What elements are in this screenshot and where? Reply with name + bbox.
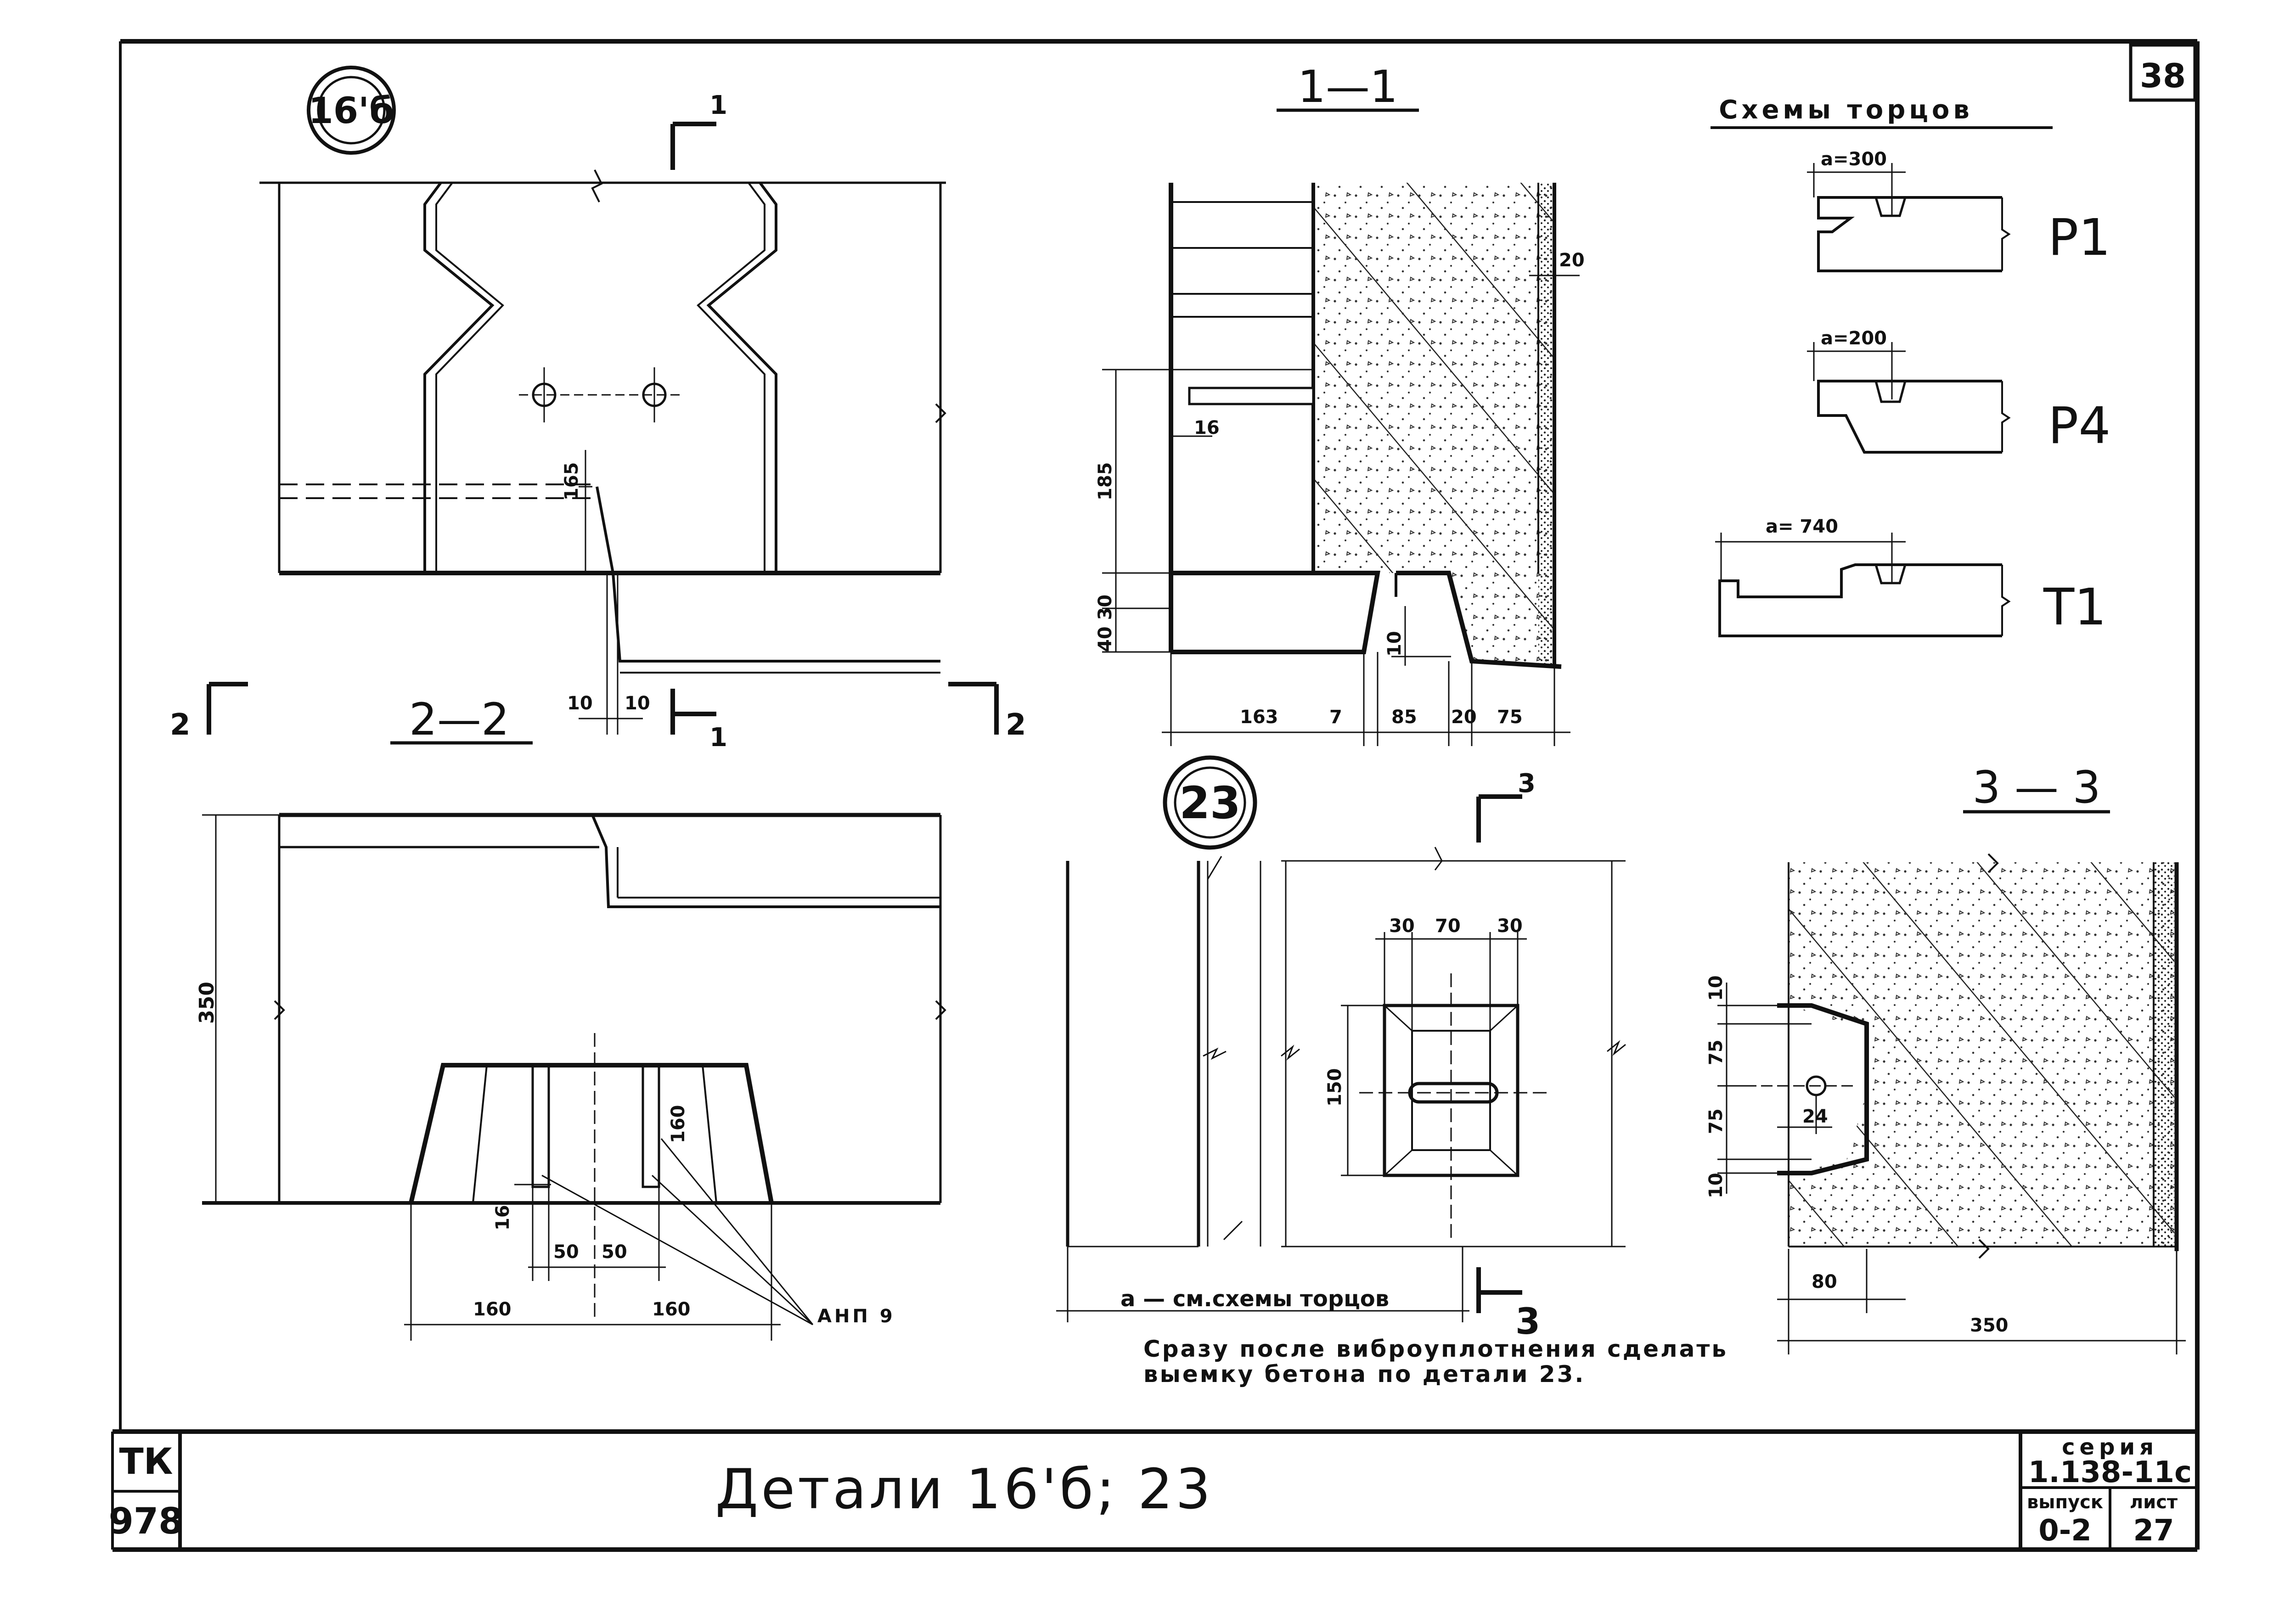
dim-75: 75	[1497, 707, 1523, 728]
cut-2-left: 2	[170, 708, 191, 742]
note-line-1: Сразу после виброуплотнения сделать	[1143, 1336, 1728, 1362]
cut-marks-16b	[207, 122, 999, 735]
detail-23-marker-outer	[1163, 755, 1257, 850]
dim-80: 80	[1812, 1271, 1837, 1292]
cut-3-bottom: 3	[1515, 1301, 1540, 1343]
stamp-page-value: 27	[2133, 1514, 2174, 1548]
dim-160-vert: 160	[668, 1105, 689, 1144]
end-scheme-t1-a: а= 740	[1766, 516, 1838, 537]
stamp-org: ТК	[119, 1441, 173, 1483]
dim-7: 7	[1329, 707, 1342, 728]
dim-350-3-3: 350	[1970, 1315, 2009, 1336]
detail-16b-marker-inner	[317, 76, 386, 145]
detail-23-marker-inner	[1174, 766, 1246, 839]
stamp-series-label: серия	[2062, 1434, 2158, 1460]
dim-85: 85	[1391, 707, 1417, 728]
stamp-series-value: 1.138-11с	[2028, 1455, 2192, 1489]
sheet-frame	[111, 39, 2200, 1552]
dim-24: 24	[1802, 1106, 1828, 1127]
stamp-box	[2019, 1432, 2197, 1550]
dim-10-top-3-3: 10	[1705, 975, 1727, 1001]
stamp-issue-label: выпуск	[2027, 1492, 2103, 1513]
detail-16b-label: 16'б	[309, 90, 394, 132]
stamp-page-label: лист	[2130, 1492, 2178, 1513]
detail-16b-marker-outer	[307, 66, 396, 155]
end-scheme-p1-name: Р1	[2048, 208, 2110, 267]
end-schemes-title: Схемы торцов	[1719, 95, 1973, 125]
dim-185: 185	[1095, 462, 1116, 501]
section-2-2	[202, 813, 946, 1341]
dim-10-bottom-3-3: 10	[1705, 1173, 1727, 1198]
section-3-3-title: 3 — 3	[1972, 762, 2100, 813]
dim-16-1-1: 16	[1194, 417, 1220, 438]
end-scheme-p1	[1807, 163, 2011, 272]
end-scheme-p1-a: а=300	[1821, 149, 1887, 170]
end-scheme-t1-name: Т1	[2043, 578, 2106, 636]
sheet-title: Детали 16'б; 23	[715, 1458, 1214, 1522]
rebar-label: АНП 9	[817, 1306, 895, 1327]
stamp-issue-value: 0-2	[2038, 1514, 2092, 1548]
section-2-2-title: 2—2	[409, 694, 509, 745]
section-1-1	[1102, 183, 1580, 746]
cut-1-bottom: 1	[709, 723, 727, 753]
dim-163: 163	[1240, 707, 1278, 728]
dim-350-2-2: 350	[195, 982, 219, 1024]
dim-30-a: 30	[1389, 916, 1415, 937]
sheet-number: 38	[2140, 56, 2186, 95]
cut-1-top: 1	[709, 90, 727, 120]
dim-30-b: 30	[1497, 916, 1523, 937]
a-note: а — см.схемы торцов	[1120, 1286, 1389, 1312]
dim-165: 165	[561, 462, 582, 501]
cut-3-top: 3	[1518, 769, 1536, 798]
section-3-3	[1717, 853, 2186, 1354]
dim-70: 70	[1435, 916, 1461, 937]
cut-2-right: 2	[1006, 708, 1026, 742]
dim-50-b: 50	[602, 1241, 627, 1263]
dim-20-top: 20	[1559, 250, 1585, 271]
end-scheme-t1	[1715, 533, 2011, 637]
dim-10-right: 10	[625, 693, 650, 714]
detail-23-label: 23	[1179, 777, 1241, 829]
dim-160-a: 160	[473, 1299, 512, 1320]
dim-10-1-1: 10	[1384, 631, 1405, 657]
dim-75-a: 75	[1705, 1039, 1727, 1065]
note-line-2: выемку бетона по детали 23.	[1143, 1361, 1585, 1388]
detail-16b-plan	[259, 66, 946, 735]
dim-150: 150	[1324, 1068, 1345, 1107]
end-scheme-p4-a: а=200	[1821, 328, 1887, 349]
dim-20: 20	[1451, 707, 1477, 728]
dim-16-2-2: 16	[492, 1205, 513, 1230]
section-1-1-title: 1—1	[1298, 61, 1398, 112]
dim-75-b: 75	[1705, 1108, 1727, 1134]
stamp-year: 978	[109, 1501, 184, 1542]
dim-10-left: 10	[567, 693, 593, 714]
end-scheme-p4-name: Р4	[2048, 396, 2110, 455]
detail-23	[1056, 755, 1626, 1322]
dim-160-b: 160	[652, 1299, 691, 1320]
dim-40-30: 40 30	[1095, 595, 1116, 652]
end-scheme-p4	[1807, 342, 2011, 454]
dim-50-a: 50	[553, 1241, 579, 1263]
